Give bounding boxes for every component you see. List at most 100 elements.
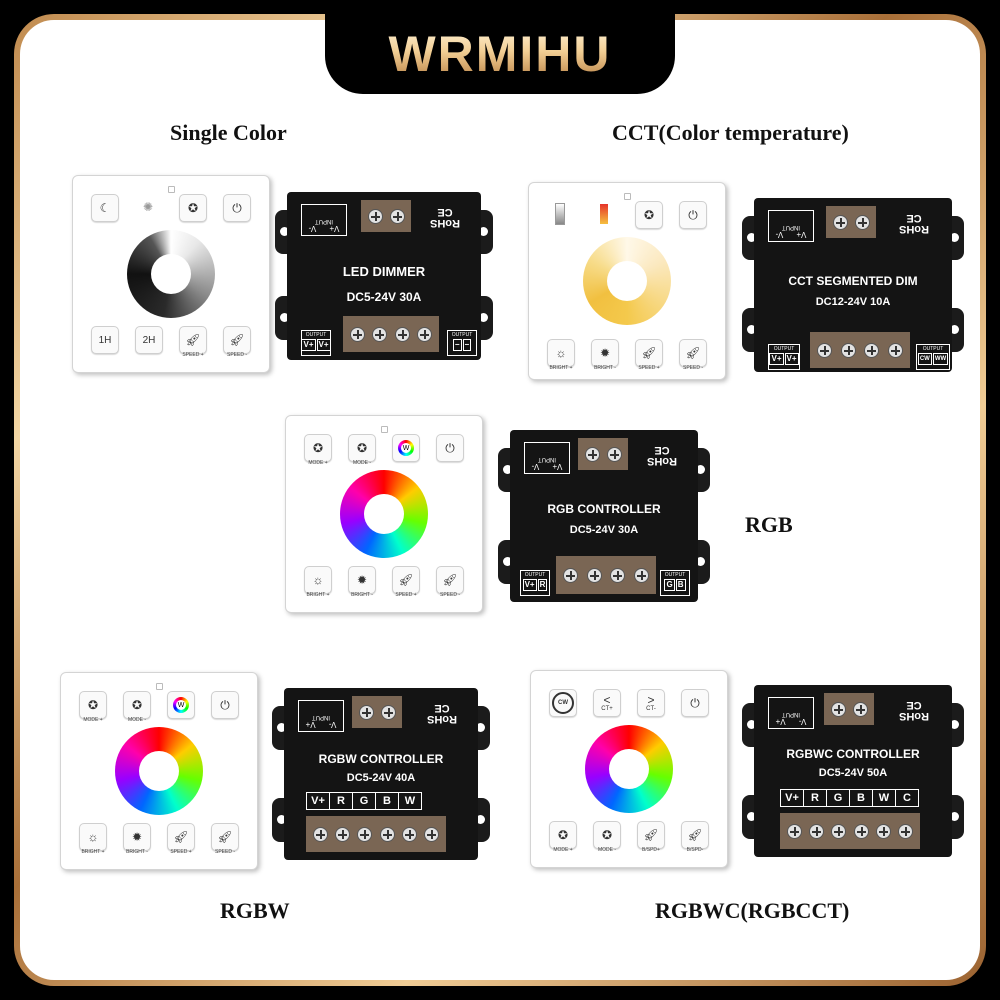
sun-icon: ✹ [131, 830, 143, 844]
output-terminal [306, 816, 446, 852]
cold-bar-icon [555, 203, 565, 225]
power-icon: ⏻ [688, 207, 698, 222]
controller-title: RGBW CONTROLLER [318, 752, 444, 766]
dimming-wheel[interactable] [127, 230, 215, 318]
mode-plus-button[interactable]: ✪MODE + [549, 821, 577, 853]
bright-minus-button[interactable]: ✹BRIGHT - [348, 566, 376, 598]
mode-minus-button[interactable]: ✪MODE - [348, 434, 376, 466]
controller-title: CCT SEGMENTED DIM [788, 274, 918, 288]
rocket-icon: 🚀︎ [398, 573, 414, 587]
cold-white-button[interactable] [547, 201, 573, 227]
mode-button[interactable]: ✪ [635, 201, 663, 229]
power-button[interactable]: ⏻ [679, 201, 707, 229]
indicator-led [156, 683, 163, 690]
bright-plus-button[interactable]: ☼BRIGHT + [547, 339, 575, 371]
bspd-minus-button[interactable]: 🚀︎B/SPD- [681, 821, 709, 853]
film-reel-icon: ✪ [643, 208, 655, 222]
cw-power-button[interactable]: CW [549, 689, 577, 717]
controller-title: RGB CONTROLLER [547, 502, 661, 516]
color-wheel[interactable] [115, 727, 203, 815]
sun-icon: ✺ [142, 200, 154, 214]
speed-plus-button[interactable]: 🚀︎SPEED + [179, 326, 207, 358]
white-button[interactable]: W [392, 434, 420, 462]
bright-minus-button[interactable]: ✹BRIGHT - [591, 339, 619, 371]
speed-plus-button[interactable]: 🚀︎SPEED + [635, 339, 663, 371]
brand-name: WRMIHU [388, 26, 612, 82]
mode-button[interactable]: ✪ [179, 194, 207, 222]
heading-rgbw: RGBW [220, 898, 290, 923]
output-label-right: OUTPUT −− [447, 330, 477, 356]
color-temperature-wheel[interactable] [583, 237, 671, 325]
power-icon: ⏻ [220, 697, 230, 712]
rocket-icon: 🚀︎ [185, 333, 201, 347]
output-terminal [556, 556, 656, 594]
input-terminal [826, 206, 876, 238]
mode-minus-button[interactable]: ✪MODE - [593, 821, 621, 853]
ct-plus-button[interactable]: <CT+ [593, 689, 621, 717]
warm-white-button[interactable] [591, 201, 617, 227]
rgbwc-remote: CW <CT+ >CT- ⏻ ✪MODE + ✪MODE - 🚀︎B/SPD+ … [530, 670, 728, 868]
power-button[interactable]: ⏻ [223, 194, 251, 222]
rocket-icon: 🚀︎ [643, 828, 659, 842]
controller-title: LED DIMMER [342, 264, 426, 279]
bright-minus-button[interactable]: ✹BRIGHT - [123, 823, 151, 855]
rocket-icon: 🚀︎ [687, 828, 703, 842]
output-terminal [343, 316, 439, 352]
mode-plus-button[interactable]: ✪MODE + [304, 434, 332, 466]
cct-remote: ✪ ⏻ ☼BRIGHT + ✹BRIGHT - 🚀︎SPEED + 🚀︎SPEE… [528, 182, 726, 380]
moon-icon: ☾ [99, 201, 111, 215]
rocket-icon: 🚀︎ [641, 346, 657, 360]
color-ring-icon: W [398, 440, 414, 456]
bright-plus-button[interactable]: ☼BRIGHT + [79, 823, 107, 855]
power-button[interactable]: ⏻ [681, 689, 709, 717]
speed-plus-button[interactable]: 🚀︎SPEED + [392, 566, 420, 598]
input-label: V-V+ INPUT [298, 700, 344, 732]
brightness-button[interactable]: ✺ [135, 194, 161, 220]
color-wheel[interactable] [340, 470, 428, 558]
bright-plus-button[interactable]: ☼BRIGHT + [304, 566, 332, 598]
timer-1h-button[interactable]: 1H [91, 326, 119, 354]
color-wheel[interactable] [585, 725, 673, 813]
rocket-icon: 🚀︎ [229, 333, 245, 347]
output-terminal [780, 813, 920, 849]
rocket-icon: 🚀︎ [217, 830, 233, 844]
speed-minus-button[interactable]: 🚀︎SPEED - [679, 339, 707, 371]
rgb-remote: ✪MODE + ✪MODE - W ⏻ ☼BRIGHT + ✹BRIGHT - … [285, 415, 483, 613]
ct-minus-button[interactable]: >CT- [637, 689, 665, 717]
film-reel-icon: ✪ [356, 441, 368, 455]
speed-plus-button[interactable]: 🚀︎SPEED + [167, 823, 195, 855]
sun-icon: ✹ [356, 573, 368, 587]
speed-minus-button[interactable]: 🚀︎SPEED - [436, 566, 464, 598]
brand-banner: WRMIHU [325, 14, 675, 94]
bspd-plus-button[interactable]: 🚀︎B/SPD+ [637, 821, 665, 853]
power-button[interactable]: ⏻ [211, 691, 239, 719]
mode-plus-button[interactable]: ✪MODE + [79, 691, 107, 723]
controller-spec: DC12-24V 10A [815, 296, 891, 308]
output-label-left: OUTPUT V+V+ [768, 344, 800, 370]
controller-spec: DC5-24V 30A [569, 524, 639, 536]
warm-bar-icon [600, 204, 608, 224]
night-mode-button[interactable]: ☾ [91, 194, 119, 222]
mode-minus-button[interactable]: ✪MODE - [123, 691, 151, 723]
color-ring-icon: W [173, 697, 189, 713]
sun-icon: ☼ [555, 346, 567, 360]
indicator-led [168, 186, 175, 193]
power-button[interactable]: ⏻ [436, 434, 464, 462]
speed-minus-button[interactable]: 🚀︎SPEED - [211, 823, 239, 855]
input-terminal [824, 693, 874, 725]
timer-2h-button[interactable]: 2H [135, 326, 163, 354]
sun-icon: ☼ [87, 830, 99, 844]
white-button[interactable]: W [167, 691, 195, 719]
speed-minus-button[interactable]: 🚀︎SPEED - [223, 326, 251, 358]
rocket-icon: 🚀︎ [685, 346, 701, 360]
input-label: V+V- INPUT [301, 204, 347, 236]
